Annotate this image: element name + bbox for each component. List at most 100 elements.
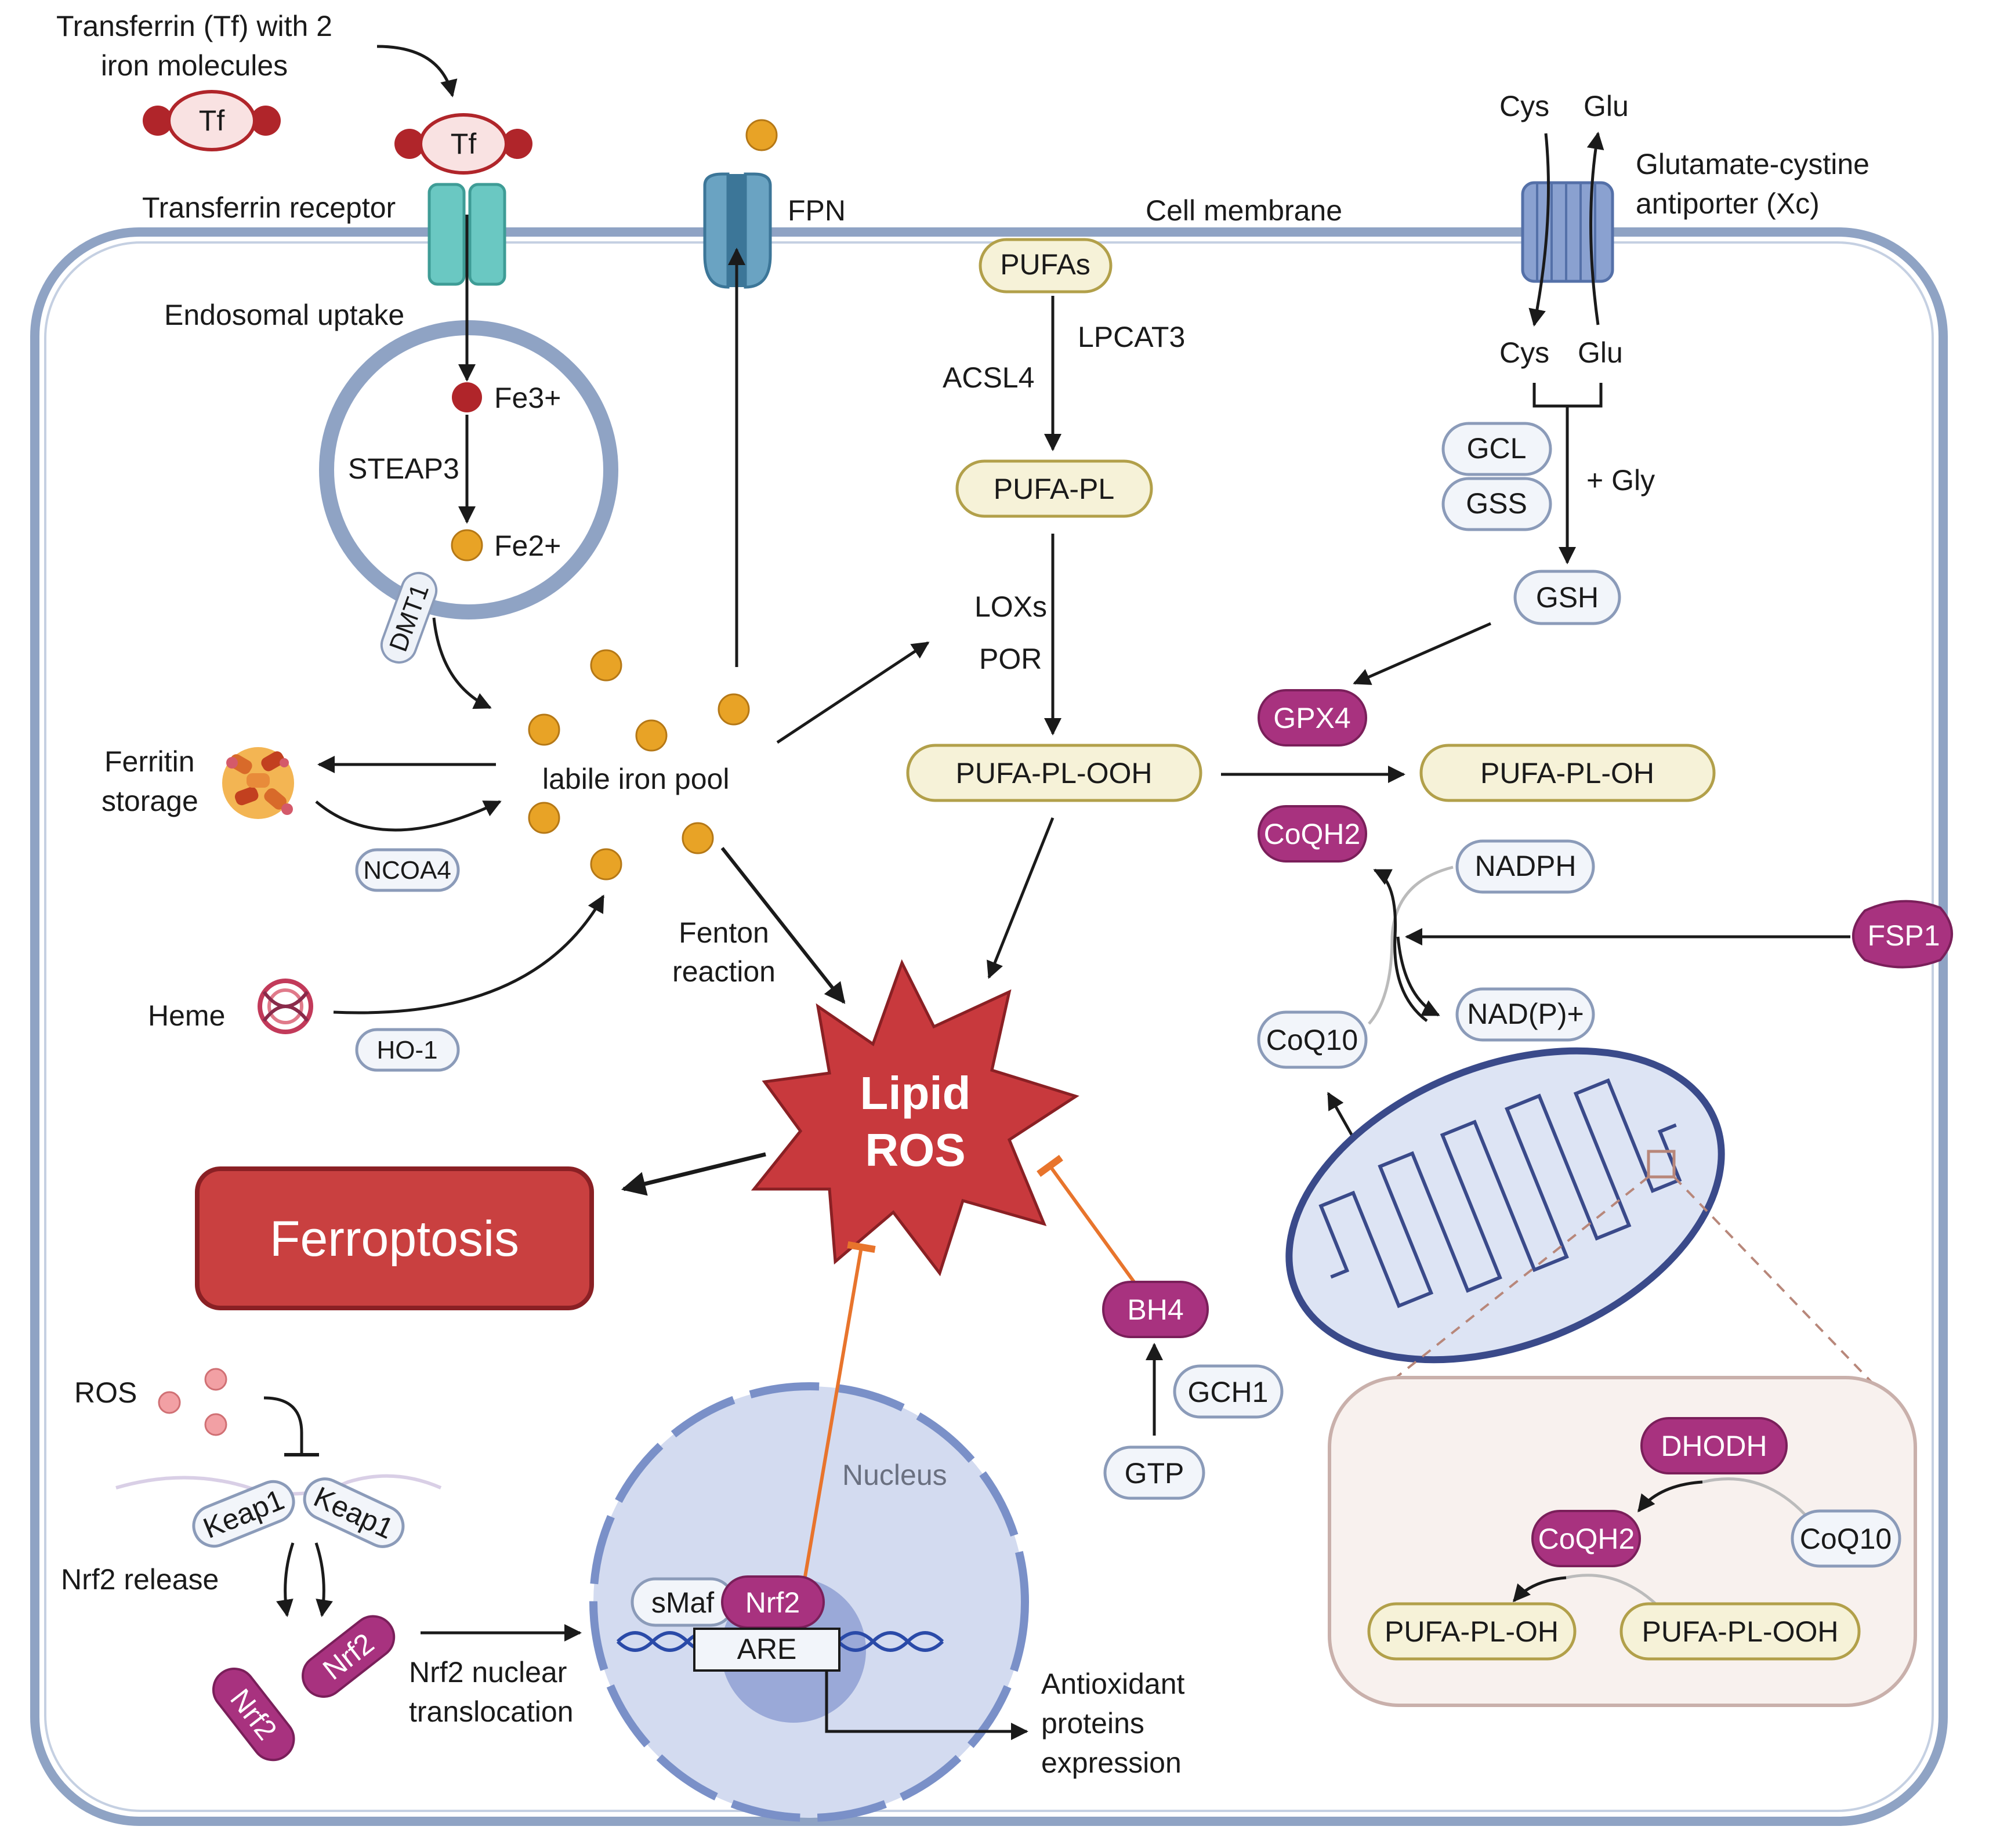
ferritin-label: Ferritin: [104, 745, 195, 778]
svg-text:NADPH: NADPH: [1474, 850, 1576, 882]
iron-exported: [745, 119, 778, 151]
cell-membrane-label: Cell membrane: [1146, 194, 1342, 227]
fe2-label: Fe2+: [494, 530, 561, 562]
arrow-glu-export: [1586, 132, 1604, 325]
ncoa4-badge: NCOA4: [355, 848, 460, 892]
heme-label: Heme: [148, 999, 225, 1032]
labile-iron-pool-ions: [528, 649, 750, 880]
gch1-badge: GCH1: [1173, 1364, 1284, 1419]
endosome: [319, 320, 618, 619]
arrow-ooh-to-ros: [987, 817, 1055, 979]
ho1-badge: HO-1: [355, 1028, 460, 1072]
pufa-pl-box: PUFA-PL: [955, 459, 1153, 518]
arrow-to-coqh2-zoom: [1637, 1480, 1703, 1513]
fenton-label-2: reaction: [672, 955, 776, 988]
svg-text:CoQ10: CoQ10: [1266, 1024, 1358, 1056]
ros-label: ROS: [74, 1376, 137, 1409]
arrow-fenton: [720, 847, 846, 1004]
arrow-ros-to-ferroptosis: [621, 1152, 766, 1196]
mitochondrion: [1285, 1047, 1725, 1364]
gpx4-badge: GPX4: [1258, 689, 1367, 747]
svg-text:GPX4: GPX4: [1273, 702, 1350, 734]
svg-text:BH4: BH4: [1127, 1293, 1183, 1326]
antioxidant-label-2: proteins: [1041, 1707, 1144, 1740]
smaf-badge: sMaf: [631, 1577, 735, 1627]
svg-text:Nrf2: Nrf2: [745, 1586, 800, 1619]
svg-text:GSS: GSS: [1466, 487, 1527, 520]
svg-text:PUFAs: PUFAs: [1000, 248, 1090, 281]
nrf2-release-label: Nrf2 release: [61, 1563, 219, 1596]
xc-label-2: antiporter (Xc): [1636, 187, 1820, 220]
loxs-label: LOXs: [974, 590, 1047, 623]
svg-text:CoQH2: CoQH2: [1538, 1523, 1635, 1555]
ferritin-label-2: storage: [102, 785, 198, 817]
acsl4-label: ACSL4: [943, 361, 1034, 394]
transferrin-receptor-label: Transferrin receptor: [142, 191, 396, 224]
arrow-pool-to-lipid: [776, 641, 930, 744]
nrf2-translocation-label: Nrf2 nuclear: [409, 1656, 567, 1688]
curve-coq10-dhodh: [1702, 1477, 1811, 1521]
nadp-badge: NAD(P)+: [1455, 987, 1595, 1042]
ferroptosis-box: Ferroptosis: [195, 1166, 594, 1310]
arrow-antioxidant-expression: [825, 1671, 1028, 1740]
curve-nadph: [1368, 865, 1454, 1025]
svg-text:GSH: GSH: [1536, 581, 1599, 614]
nrf2-nucleus-badge: Nrf2: [721, 1575, 825, 1629]
svg-text:PUFA-PL-OOH: PUFA-PL-OOH: [956, 757, 1153, 789]
pufa-pl-oh-box: PUFA-PL-OH: [1419, 744, 1716, 802]
transferrin-caption-2: iron molecules: [101, 49, 288, 82]
svg-text:NCOA4: NCOA4: [363, 856, 451, 885]
arrow-heme-to-pool: [333, 894, 605, 1014]
arrow-gsh-to-gpx4: [1353, 622, 1492, 685]
glu-out-label: Glu: [1584, 90, 1629, 122]
xc-antiporter: [1521, 181, 1614, 283]
svg-text:PUFA-PL-OH: PUFA-PL-OH: [1385, 1615, 1559, 1648]
svg-text:NAD(P)+: NAD(P)+: [1467, 998, 1584, 1030]
curve-ooh-zoom: [1566, 1574, 1663, 1611]
por-label: POR: [979, 643, 1042, 675]
fsp1-protein: FSP1: [1852, 900, 1953, 969]
fe2-ion: [451, 529, 483, 561]
arrow-nrf2-release-2: [314, 1542, 333, 1617]
svg-text:PUFA-PL-OH: PUFA-PL-OH: [1480, 757, 1654, 789]
mito-zoom-marker: [1647, 1150, 1676, 1179]
xc-label: Glutamate-cystine: [1636, 148, 1869, 180]
fpn-label: FPN: [788, 194, 846, 227]
svg-text:PUFA-PL-OOH: PUFA-PL-OOH: [1642, 1615, 1839, 1648]
svg-text:ARE: ARE: [737, 1633, 797, 1665]
arrow-to-oh-zoom: [1513, 1576, 1567, 1603]
zoom-line-right: [1673, 1176, 1899, 1411]
lipid-ros-label-2: ROS: [865, 1124, 965, 1176]
svg-text:DHODH: DHODH: [1661, 1430, 1767, 1462]
pufa-pl-ooh-zoom-box: PUFA-PL-OOH: [1619, 1602, 1861, 1661]
transferrin-receptor: [427, 183, 506, 286]
ferritin-icon: [222, 747, 294, 819]
nadph-badge: NADPH: [1455, 839, 1595, 894]
labile-iron-pool-label: labile iron pool: [542, 763, 729, 795]
transferrin-caption: Transferrin (Tf) with 2: [56, 10, 332, 42]
cys-in-label: Cys: [1499, 336, 1549, 369]
glu-in-label: Glu: [1578, 336, 1623, 369]
fe3-ion: [452, 382, 482, 412]
transferrin-bound: Tf: [394, 113, 532, 175]
endosomal-uptake-label: Endosomal uptake: [164, 299, 404, 331]
lpcat3-label: LPCAT3: [1078, 321, 1185, 353]
gtp-badge: GTP: [1103, 1445, 1205, 1500]
transferrin-free: Tf: [143, 90, 281, 151]
arrow-to-nadp: [1396, 936, 1440, 1017]
fe3-label: Fe3+: [494, 382, 561, 414]
cys-out-label: Cys: [1499, 90, 1549, 122]
coq10-badge: CoQ10: [1257, 1010, 1368, 1069]
zoom-line-left: [1362, 1176, 1650, 1405]
keap1-right: Keap1: [303, 1477, 405, 1548]
lipid-ros-starburst: [751, 959, 1079, 1277]
inhibit-bh4-to-ros: [1037, 1155, 1136, 1283]
svg-text:GCL: GCL: [1467, 432, 1527, 465]
cell-membrane-inner-line: [44, 241, 1934, 1812]
pufa-pl-ooh-box: PUFA-PL-OOH: [906, 744, 1202, 802]
svg-text:Tf: Tf: [199, 104, 225, 137]
svg-text:CoQ10: CoQ10: [1800, 1523, 1892, 1555]
lipid-ros-label: Lipid: [860, 1067, 970, 1119]
arrow-dmt1-to-pool: [432, 617, 492, 709]
